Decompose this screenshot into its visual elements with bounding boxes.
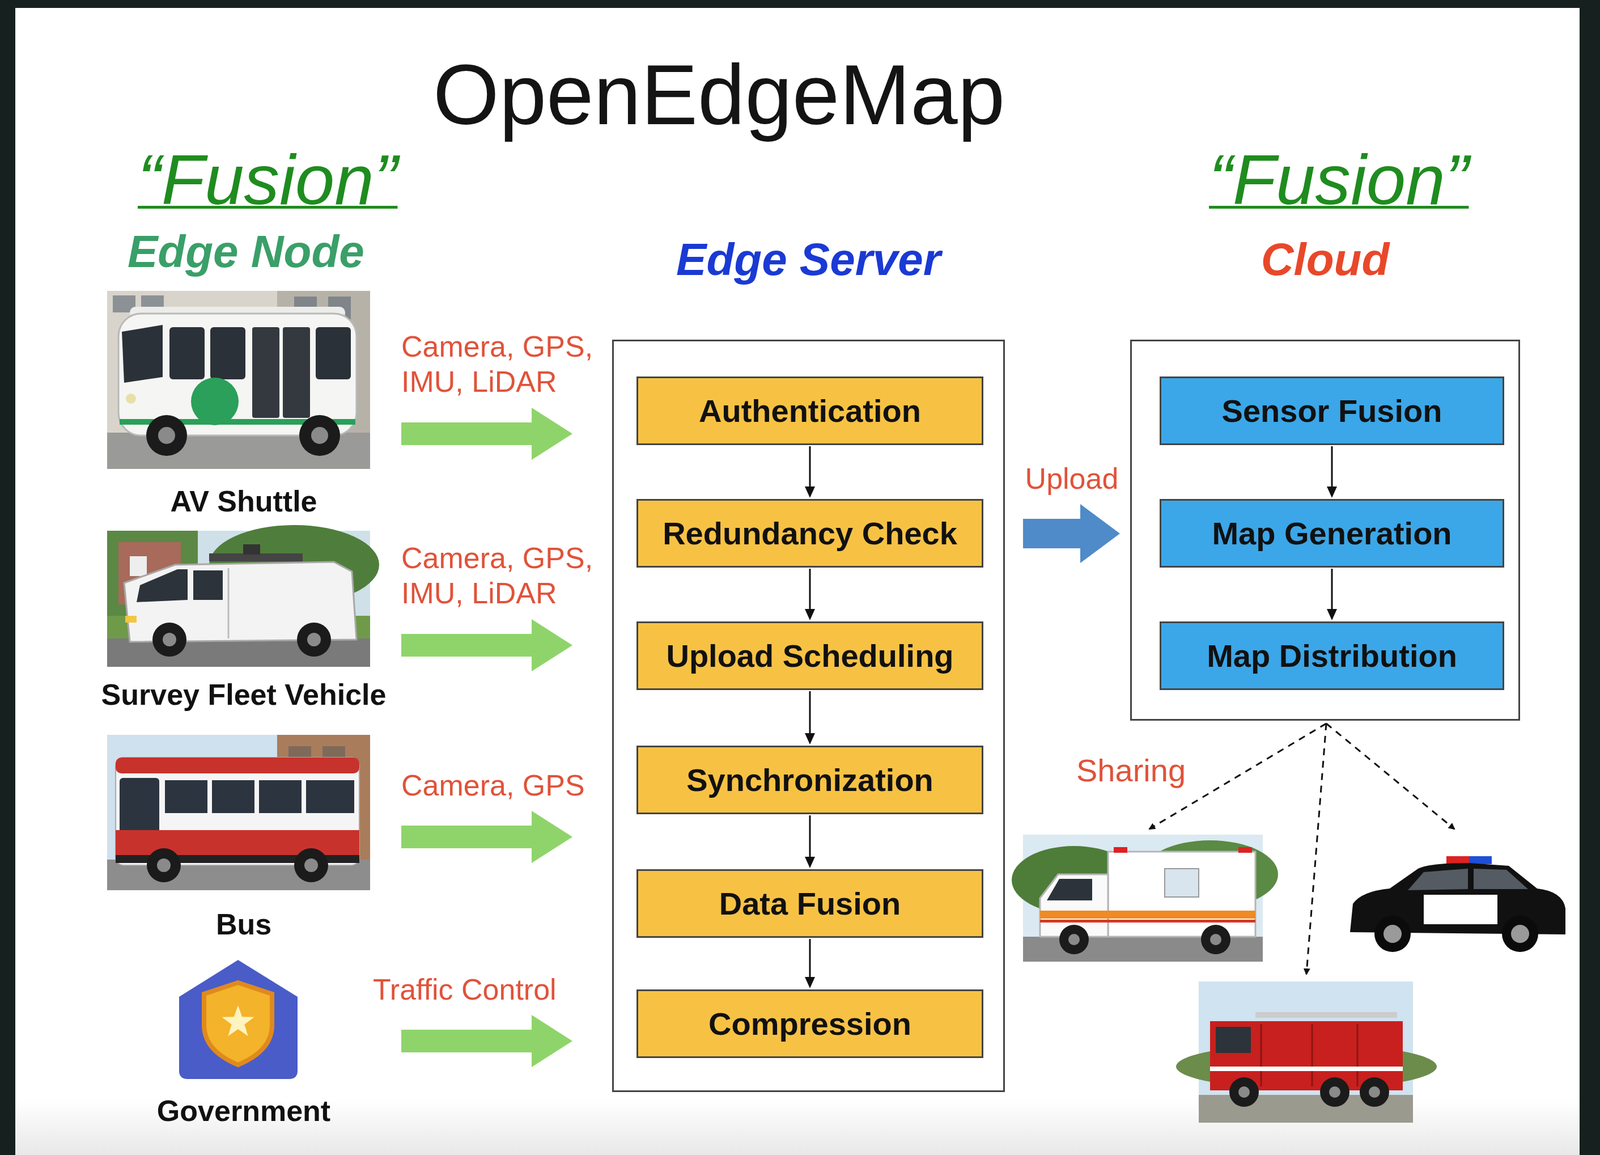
edge-label: Upload	[1015, 460, 1129, 496]
block-arrow	[401, 618, 573, 672]
step-text: Authentication	[698, 392, 922, 430]
process-box: Compression	[636, 989, 984, 1058]
step-text: Map Distribution	[1206, 637, 1458, 674]
flow-arrow	[1326, 446, 1338, 498]
ambulance-picture	[1011, 834, 1279, 962]
bus-picture	[107, 734, 371, 890]
process-box: Data Fusion	[636, 868, 984, 938]
vehicle-node: Government	[90, 955, 397, 1133]
arrow-head	[804, 732, 816, 745]
flow-arrow	[804, 815, 816, 868]
title: OpenEdgeMap	[433, 48, 1005, 142]
arrow-head	[804, 608, 816, 621]
arrow-head	[804, 976, 816, 988]
block-arrow	[401, 810, 573, 863]
step-text: Data Fusion	[719, 884, 901, 922]
step-text: Map Generation	[1211, 514, 1452, 552]
vehicle-node: Survey Fleet Vehicle	[90, 527, 397, 717]
section-heading: Edge Server	[613, 233, 1004, 286]
edge-label: Camera, GPS	[401, 767, 606, 803]
fire-truck-picture	[1176, 981, 1437, 1123]
flow-line	[1331, 446, 1334, 487]
sharing-label: Sharing	[1076, 750, 1186, 789]
step-text: Compression	[708, 1004, 912, 1042]
step-text: Redundancy Check	[662, 514, 958, 552]
flow-line	[809, 446, 812, 487]
flow-line	[809, 690, 812, 733]
block-arrow-shape	[1023, 503, 1120, 563]
arrow-head	[804, 486, 816, 498]
flow-arrow	[804, 938, 816, 988]
process-box: Upload Scheduling	[636, 621, 984, 690]
av-shuttle-picture	[107, 290, 371, 469]
flow-arrow	[1326, 568, 1338, 621]
arrow-head	[804, 856, 816, 868]
process-box: Map Distribution	[1159, 621, 1505, 690]
block-arrow-shape	[401, 407, 573, 460]
flow-arrow	[804, 568, 816, 621]
vehicle-node: Bus	[90, 731, 397, 946]
vehicle-caption: Survey Fleet Vehicle	[90, 677, 397, 712]
process-box: Map Generation	[1159, 498, 1505, 568]
police-car-picture	[1338, 834, 1572, 964]
vehicle-node: AV Shuttle	[90, 289, 397, 524]
server-frame: CloudSensor FusionMap GenerationMap Dist…	[1130, 339, 1521, 721]
flow-line	[1331, 568, 1334, 609]
block-arrow-shape	[401, 1014, 573, 1067]
section-heading: Cloud	[1131, 233, 1519, 286]
block-arrow-shape	[401, 618, 573, 672]
block-arrow	[1023, 503, 1120, 563]
vehicle-caption: Government	[90, 1093, 397, 1128]
government-icon	[179, 959, 298, 1079]
block-arrow	[401, 407, 573, 460]
sharing-lines	[1149, 723, 1455, 974]
step-text: Sensor Fusion	[1221, 392, 1443, 430]
process-box: Sensor Fusion	[1159, 376, 1505, 445]
process-box: Authentication	[636, 376, 984, 445]
column-heading: Edge Node	[127, 225, 365, 278]
vehicle-caption: AV Shuttle	[90, 484, 397, 519]
edge-label: Traffic Control	[372, 971, 600, 1007]
process-box: Redundancy Check	[636, 498, 984, 568]
flow-line	[809, 568, 812, 609]
fusion-label: “Fusion”	[1208, 138, 1469, 221]
flow-arrow	[804, 690, 816, 745]
step-text: Synchronization	[686, 761, 934, 799]
edge-label: Camera, GPS, IMU, LiDAR	[401, 328, 606, 400]
flow-line	[809, 815, 812, 857]
arrow-head	[1326, 486, 1338, 498]
process-box: Synchronization	[636, 745, 984, 814]
step-text: Upload Scheduling	[665, 637, 954, 674]
fusion-label: “Fusion”	[137, 138, 398, 221]
flow-arrow	[804, 446, 816, 498]
flow-line	[809, 938, 812, 977]
block-arrow-shape	[401, 810, 573, 863]
edge-label: Camera, GPS, IMU, LiDAR	[401, 540, 606, 611]
vehicle-caption: Bus	[90, 907, 397, 942]
survey-van-picture	[107, 524, 380, 667]
block-arrow	[401, 1014, 573, 1067]
server-frame: Edge ServerAuthenticationRedundancy Chec…	[612, 339, 1005, 1092]
arrow-head	[1326, 608, 1338, 621]
